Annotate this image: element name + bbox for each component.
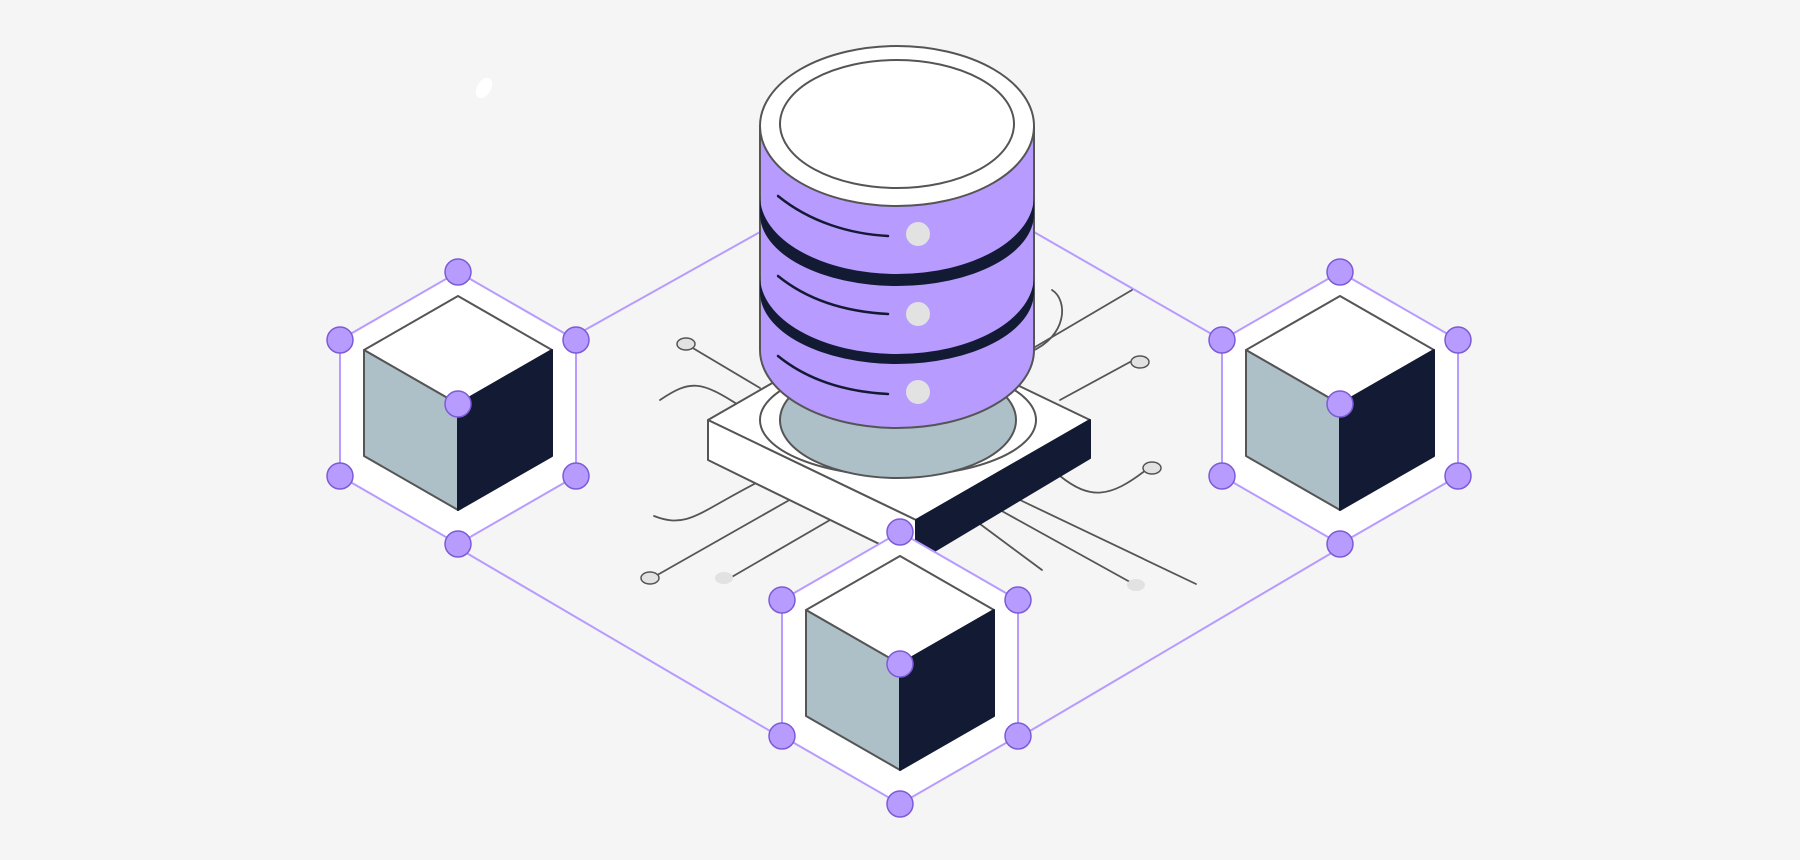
sparkle-icon xyxy=(475,77,493,99)
cube-node-bottom xyxy=(768,518,1032,818)
circuit-traces xyxy=(651,289,1197,585)
cube-node-right xyxy=(1208,258,1472,558)
network-lines xyxy=(457,231,1341,739)
cube-node-left xyxy=(326,258,590,558)
database-icon xyxy=(759,45,1035,429)
circuit-pads xyxy=(640,337,1162,591)
